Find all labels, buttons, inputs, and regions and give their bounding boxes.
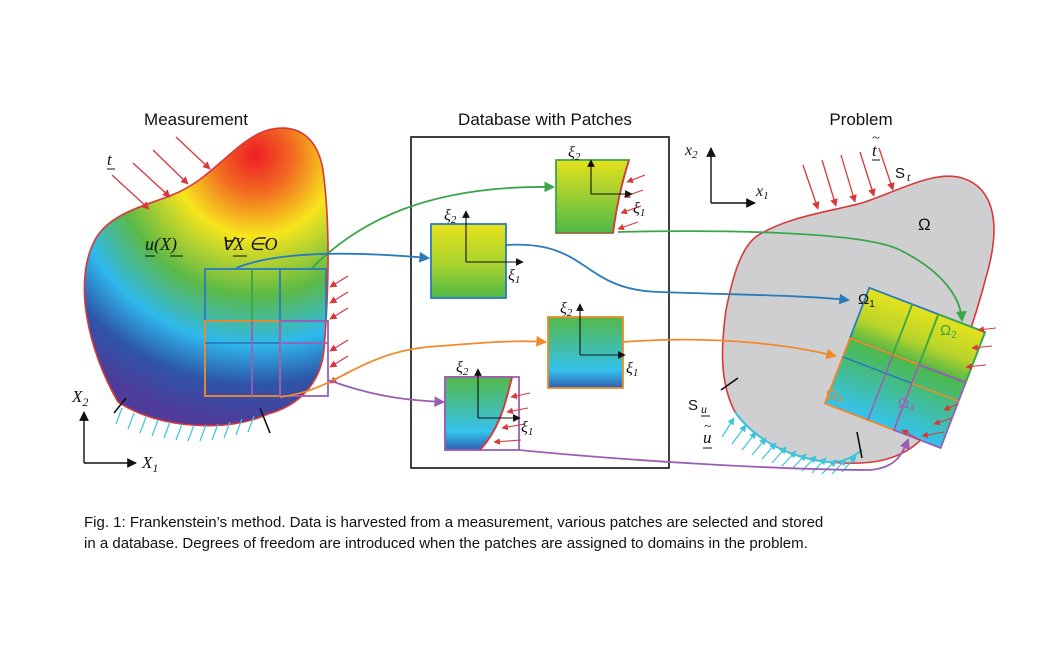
measurement-title: Measurement — [144, 110, 248, 129]
svg-text:ξ1: ξ1 — [626, 360, 638, 379]
displacement-label: u(X) — [145, 234, 177, 255]
fixed-boundary-hatch — [115, 407, 255, 442]
problem-patch-traction — [901, 326, 997, 441]
traction-arrows-right — [329, 275, 349, 384]
database-title: Database with Patches — [458, 110, 632, 129]
database-patch-b: ξ2 ξ1 — [430, 207, 524, 299]
omega1-label: Ω1 — [858, 291, 875, 310]
svg-text:ξ1: ξ1 — [521, 419, 533, 438]
problem-axes — [706, 147, 756, 208]
problem-axis-x2-label: x2 — [684, 142, 698, 161]
database-box — [410, 136, 670, 469]
purple-arrow-to-problem — [518, 437, 910, 471]
omega3-label: Ω3 — [826, 386, 843, 405]
problem-patch-assembly — [823, 286, 987, 450]
axis-x2-label: X2 — [71, 387, 88, 409]
measurement-patch-grid — [204, 268, 329, 397]
mapping-arrows — [235, 181, 967, 471]
blue-arrow-to-problem — [505, 243, 851, 305]
measurement-panel: t u(X) ∀X ∈O — [71, 127, 349, 475]
axis-x1-label: X1 — [141, 453, 158, 475]
svg-text:ξ2: ξ2 — [560, 300, 573, 319]
problem-title: Problem — [829, 110, 892, 129]
green-arrow-to-problem — [617, 230, 967, 323]
svg-text:ξ2: ξ2 — [444, 207, 457, 226]
orange-arrow-to-db — [279, 335, 548, 398]
traction-label: t — [107, 150, 113, 169]
orange-arrow-to-problem — [622, 338, 838, 360]
database-patch-a: ξ2 ξ1 — [555, 144, 645, 234]
svg-text:ξ2: ξ2 — [568, 144, 581, 163]
database-patch-c: ξ2 ξ1 — [547, 300, 638, 389]
caption-line-1: Fig. 1: Frankenstein’s method. Data is h… — [84, 514, 824, 531]
problem-traction-arrows — [802, 147, 895, 210]
u-tilde-mark: ~ — [704, 418, 711, 433]
caption-line-2: in a database. Degrees of freedom are in… — [84, 535, 808, 552]
traction-arrows-top — [111, 136, 211, 210]
problem-traction-tilde: ~ — [872, 131, 880, 146]
figure-caption: Fig. 1: Frankenstein’s method. Data is h… — [84, 512, 984, 554]
omega2-label: Ω2 — [940, 322, 957, 341]
green-arrow-to-db — [311, 181, 556, 269]
svg-text:ξ1: ξ1 — [633, 200, 645, 219]
problem-axis-x1-label: x1 — [755, 183, 769, 202]
omega-label: Ω — [918, 215, 931, 234]
purple-arrow-to-db — [327, 379, 446, 407]
blue-arrow-to-db — [235, 251, 431, 269]
database-patch-d: ξ2 ξ1 — [444, 359, 533, 451]
problem-traction-label: t — [872, 141, 878, 160]
u-tilde-label: u — [703, 428, 712, 447]
forall-label: ∀X ∈O — [221, 234, 278, 254]
measurement-body — [83, 127, 329, 427]
measurement-axes — [79, 411, 137, 468]
omega4-label: Ω4 — [898, 395, 915, 414]
svg-text:ξ2: ξ2 — [456, 359, 469, 378]
svg-text:ξ1: ξ1 — [508, 267, 520, 286]
